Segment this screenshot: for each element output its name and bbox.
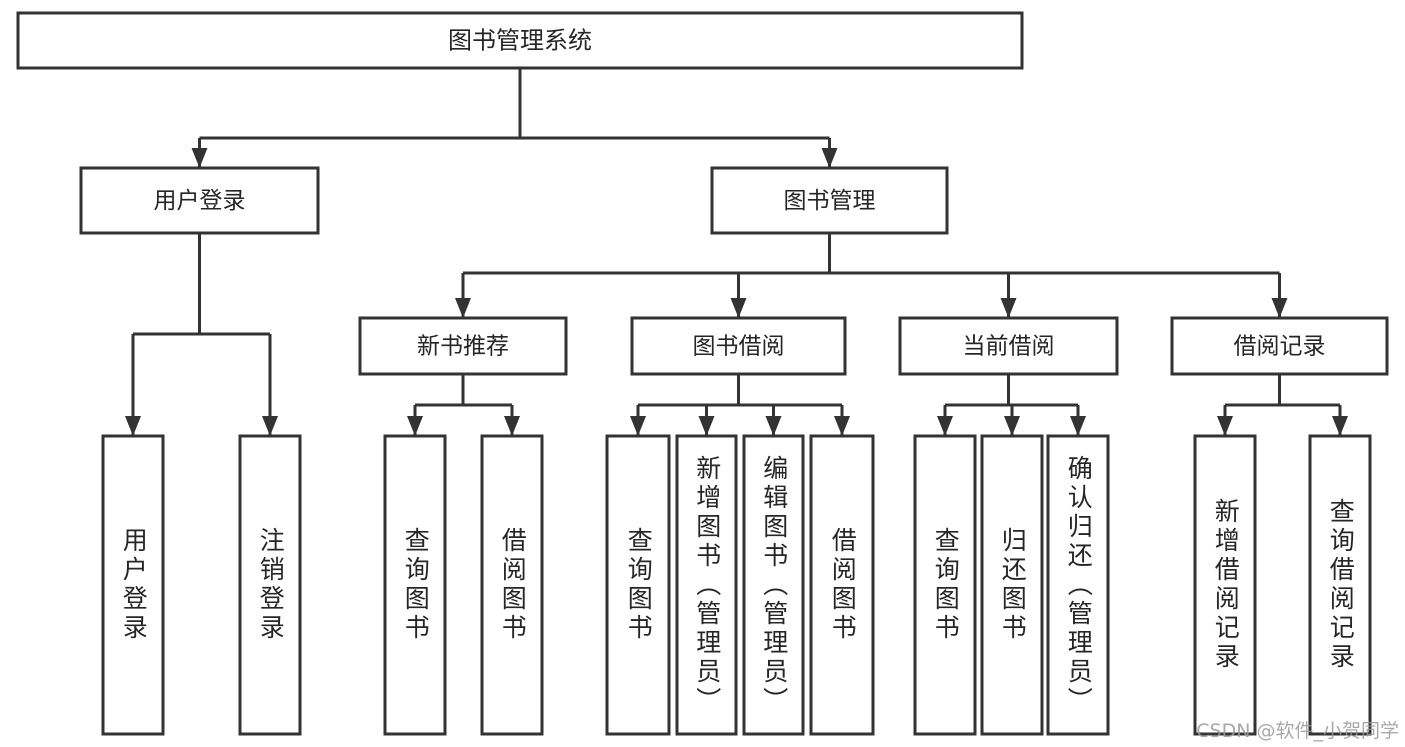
node-box-borrow-record[interactable] bbox=[1170, 316, 1389, 376]
conn-root-arrow-1 bbox=[821, 148, 838, 168]
node-box-book-manage[interactable] bbox=[710, 166, 949, 235]
conn-current-borrow-arrow-0 bbox=[937, 416, 953, 436]
node-box-leaf-query-book-borrow[interactable] bbox=[605, 434, 671, 736]
node-label-new-book-rec: 新书推荐 bbox=[417, 334, 509, 360]
conn-book-borrow-arrow-0 bbox=[630, 416, 646, 436]
node-label-user-login: 用户登录 bbox=[154, 188, 246, 214]
conn-current-borrow-arrow-2 bbox=[1070, 416, 1086, 436]
node-box-leaf-borrow-book-rec[interactable] bbox=[480, 434, 544, 736]
node-box-leaf-user-logout[interactable] bbox=[238, 434, 302, 736]
node-label-book-borrow: 图书借阅 bbox=[693, 334, 785, 360]
node-label-current-borrow: 当前借阅 bbox=[963, 334, 1055, 360]
conn-book-borrow-arrow-1 bbox=[698, 416, 715, 436]
node-box-user-login[interactable] bbox=[79, 166, 320, 235]
conn-current-borrow-arrow-1 bbox=[1004, 416, 1020, 436]
conn-root-arrow-0 bbox=[191, 148, 208, 168]
node-box-leaf-edit-book[interactable] bbox=[742, 434, 805, 736]
node-box-leaf-user-login[interactable] bbox=[101, 434, 165, 736]
conn-borrow-record-arrow-0 bbox=[1217, 416, 1233, 436]
node-box-current-borrow[interactable] bbox=[898, 316, 1119, 376]
node-box-leaf-add-book[interactable] bbox=[675, 434, 738, 736]
node-box-leaf-borrow-book[interactable] bbox=[809, 434, 875, 736]
node-label-root: 图书管理系统 bbox=[448, 27, 592, 55]
node-box-book-borrow[interactable] bbox=[630, 316, 847, 376]
conn-borrow-record-arrow-1 bbox=[1332, 416, 1348, 436]
conn-book-borrow-arrow-3 bbox=[834, 416, 850, 436]
node-box-leaf-return-book[interactable] bbox=[980, 434, 1044, 736]
conn-book-manage-arrow-3 bbox=[1271, 298, 1288, 318]
connectors-layer bbox=[125, 68, 1348, 436]
conn-book-manage-arrow-2 bbox=[1000, 298, 1017, 318]
node-box-leaf-add-record[interactable] bbox=[1193, 434, 1257, 736]
node-label-book-manage: 图书管理 bbox=[784, 188, 876, 214]
conn-user-login-arrow-0 bbox=[125, 416, 141, 436]
node-box-root[interactable] bbox=[16, 11, 1024, 70]
node-box-leaf-query-book-current[interactable] bbox=[913, 434, 977, 736]
node-label-borrow-record: 借阅记录 bbox=[1234, 334, 1326, 360]
node-box-leaf-confirm-return[interactable] bbox=[1046, 434, 1110, 736]
conn-new-book-rec-arrow-0 bbox=[407, 416, 423, 436]
node-box-leaf-query-record[interactable] bbox=[1308, 434, 1372, 736]
conn-book-manage-arrow-0 bbox=[455, 298, 471, 318]
conn-book-borrow-arrow-2 bbox=[765, 416, 782, 436]
conn-new-book-rec-arrow-1 bbox=[504, 416, 520, 436]
conn-book-manage-arrow-1 bbox=[730, 298, 747, 318]
node-box-leaf-query-book-rec[interactable] bbox=[383, 434, 447, 736]
node-boxes-layer bbox=[16, 11, 1389, 736]
node-box-new-book-rec[interactable] bbox=[358, 316, 568, 376]
watermark-text: CSDN @软件_小贺同学 bbox=[1196, 720, 1399, 742]
conn-user-login-arrow-1 bbox=[262, 416, 278, 436]
